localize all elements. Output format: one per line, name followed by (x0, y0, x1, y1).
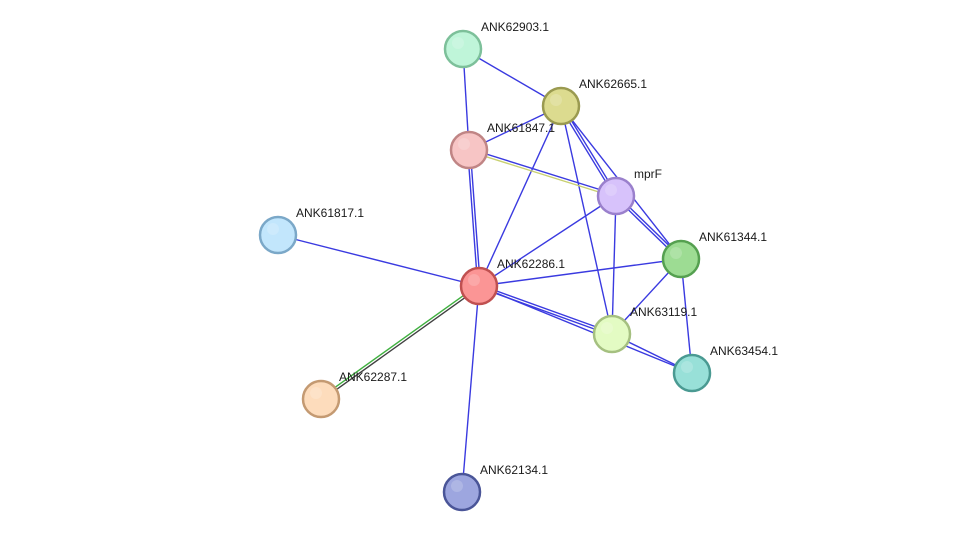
edge-ank61847-1-mprf[interactable] (468, 150, 616, 198)
node-label: ANK62665.1 (579, 77, 647, 91)
node-circle[interactable] (596, 176, 636, 216)
node-label: ANK62286.1 (497, 257, 565, 271)
node-label: ANK62287.1 (339, 370, 407, 384)
node-highlight (670, 247, 682, 259)
node-highlight (550, 94, 562, 106)
edge-ank62286-1-ank63119-1[interactable] (479, 284, 613, 334)
node-circle[interactable] (661, 239, 701, 279)
edge-ank61847-1-mprf[interactable] (469, 148, 617, 196)
edge-mprf-ank62286-1[interactable] (478, 195, 617, 287)
node-ank62665-1[interactable]: ANK62665.1 (541, 77, 647, 126)
edge-ank62665-1-ank62286-1[interactable] (478, 105, 562, 287)
node-highlight (468, 274, 480, 286)
node-ank62134-1[interactable]: ANK62134.1 (442, 463, 548, 512)
edge-ank62665-1-ank63119-1[interactable] (560, 105, 613, 335)
node-highlight (452, 37, 464, 49)
node-circle[interactable] (301, 379, 341, 419)
edge-ank62286-1-ank62287-1[interactable] (319, 284, 479, 399)
node-circle[interactable] (459, 266, 499, 306)
node-ank61817-1[interactable]: ANK61817.1 (258, 206, 364, 255)
edge-ank62286-1-ank63454-1[interactable] (478, 285, 693, 374)
node-circle[interactable] (258, 215, 298, 255)
edge-ank61847-1-ank62286-1[interactable] (469, 149, 481, 286)
node-highlight (681, 361, 693, 373)
node-circle[interactable] (443, 29, 483, 69)
node-ank63454-1[interactable]: ANK63454.1 (672, 344, 778, 393)
node-circle[interactable] (592, 314, 632, 354)
node-circle[interactable] (541, 86, 581, 126)
node-label: ANK61847.1 (487, 121, 555, 135)
node-highlight (458, 138, 470, 150)
edge-ank62286-1-ank62134-1[interactable] (461, 285, 480, 493)
node-ank61344-1[interactable]: ANK61344.1 (661, 230, 767, 279)
node-ank61847-1[interactable]: ANK61847.1 (449, 121, 555, 170)
edge-ank61817-1-ank62286-1[interactable] (277, 234, 480, 287)
edge-mprf-ank63119-1[interactable] (611, 195, 617, 335)
node-label: ANK62903.1 (481, 20, 549, 34)
edge-ank62286-1-ank62287-1[interactable] (321, 286, 481, 401)
node-circle[interactable] (442, 472, 482, 512)
node-label: ANK61817.1 (296, 206, 364, 220)
node-circle[interactable] (672, 353, 712, 393)
node-label: ANK62134.1 (480, 463, 548, 477)
node-highlight (267, 223, 279, 235)
node-label: mprF (634, 167, 662, 181)
edge-ank61344-1-ank62286-1[interactable] (478, 258, 682, 287)
node-highlight (310, 387, 322, 399)
node-ank63119-1[interactable]: ANK63119.1 (592, 305, 697, 354)
node-label: ANK61344.1 (699, 230, 767, 244)
node-ank62903-1[interactable]: ANK62903.1 (443, 20, 549, 69)
node-label: ANK63119.1 (630, 305, 697, 319)
node-circle[interactable] (449, 130, 489, 170)
node-highlight (601, 322, 613, 334)
node-label: ANK63454.1 (710, 344, 778, 358)
node-highlight (451, 480, 463, 492)
node-highlight (605, 184, 617, 196)
edge-ank61847-1-ank62286-1[interactable] (467, 150, 479, 287)
node-ank62287-1[interactable]: ANK62287.1 (301, 370, 407, 419)
node-ank62286-1[interactable]: ANK62286.1 (459, 257, 565, 306)
node-mprf[interactable]: mprF (596, 167, 662, 216)
